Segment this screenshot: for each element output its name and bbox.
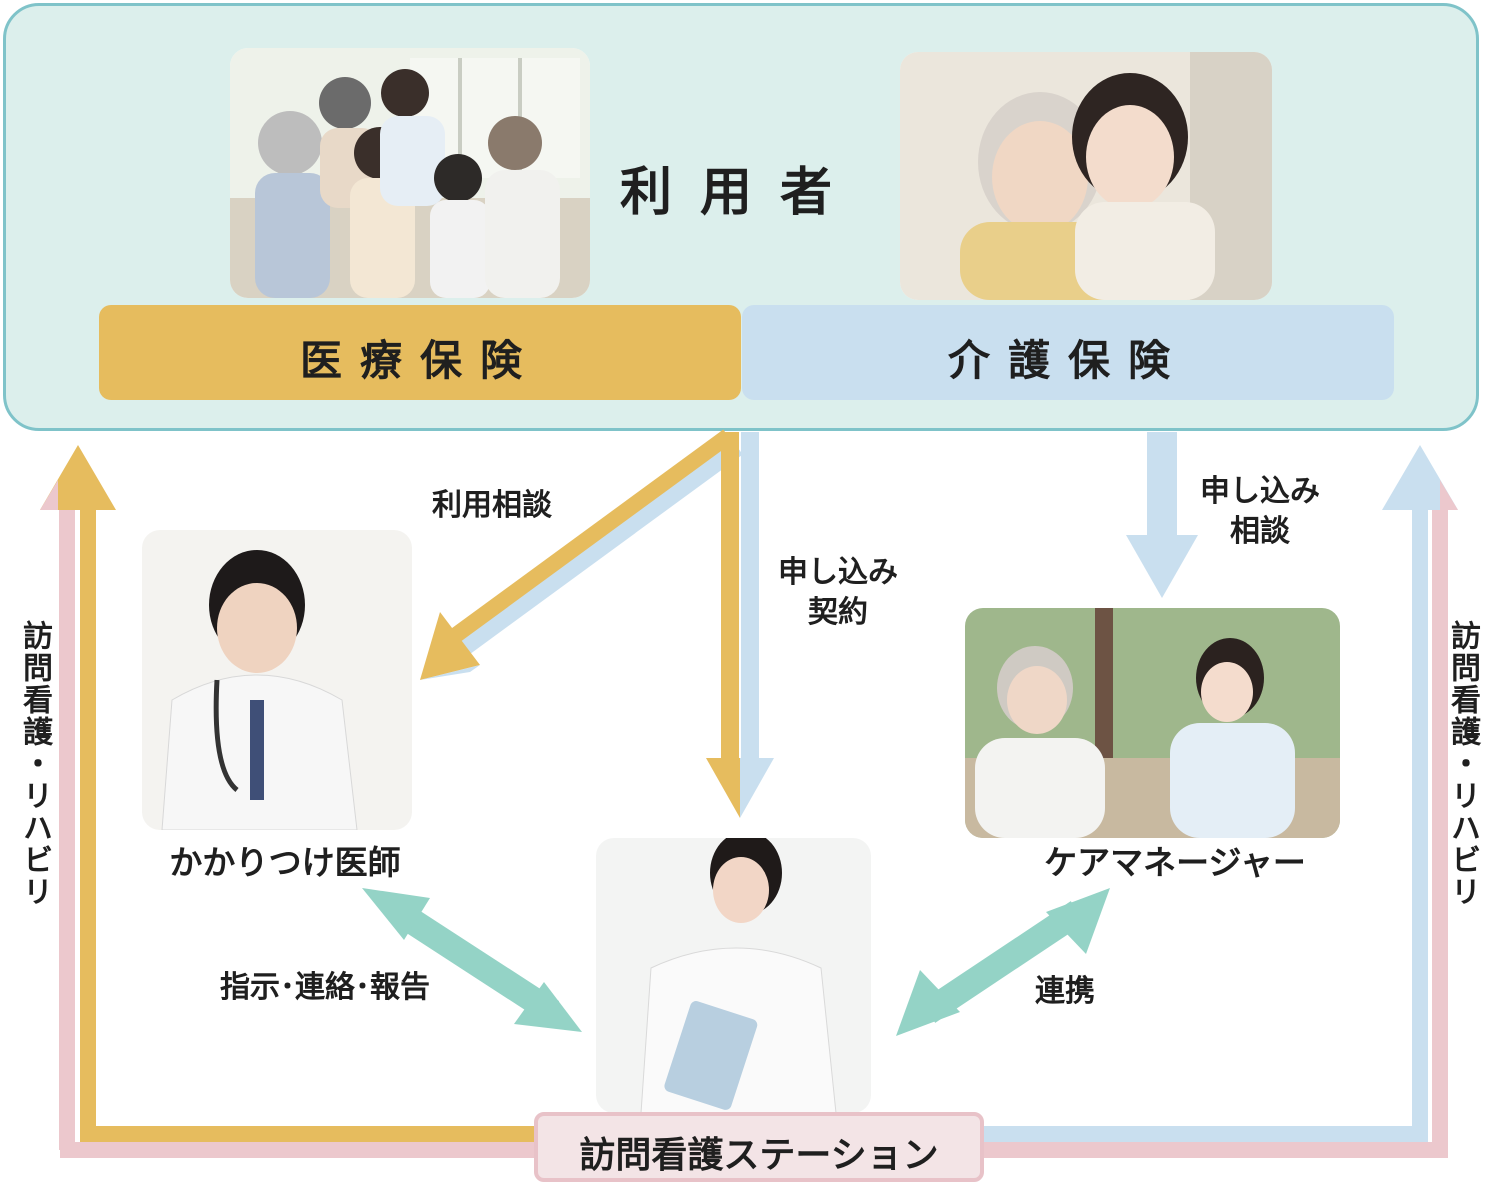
apply-consult-label: 申し込み 相談 bbox=[1180, 472, 1340, 552]
station-box: 訪問看護ステーション bbox=[534, 1112, 984, 1182]
apply-consult-arrowhead bbox=[1126, 535, 1198, 598]
consult-arrow-blue bbox=[457, 441, 743, 657]
left-loop-arrowhead bbox=[40, 445, 116, 510]
medical-insurance-label: 医療保険 bbox=[299, 336, 540, 385]
cooperation-label: 連携 bbox=[1035, 974, 1095, 1009]
family-photo bbox=[230, 48, 590, 298]
user-title: 利用者 bbox=[619, 163, 860, 223]
medical-insurance-band: 医療保険 bbox=[99, 305, 741, 400]
left-loop-arrowhead-pink bbox=[40, 480, 58, 510]
doctor-photo bbox=[142, 530, 412, 830]
apply-contract-label: 申し込み 契約 bbox=[758, 553, 918, 633]
apply-contract-line2: 契約 bbox=[808, 595, 868, 630]
apply-contract-line1: 申し込み bbox=[778, 555, 898, 590]
left-side-label: 訪問看護・リハビリ bbox=[17, 620, 52, 908]
consult-arrowhead bbox=[420, 612, 480, 680]
care-manager-label: ケアマネージャー bbox=[1044, 843, 1306, 882]
nurse-photo bbox=[596, 838, 871, 1113]
instruction-label: 指示･連絡･報告 bbox=[220, 970, 430, 1005]
care-insurance-band: 介護保険 bbox=[742, 305, 1394, 400]
apply-consult-line2: 相談 bbox=[1230, 514, 1290, 549]
contract-arrowhead bbox=[706, 758, 740, 818]
consult-arrow-yellow bbox=[447, 429, 733, 645]
cooperation-arrow bbox=[920, 901, 1086, 1023]
right-loop-arrowhead bbox=[1382, 445, 1458, 510]
consult-label: 利用相談 bbox=[432, 488, 552, 523]
doctor-label: かかりつけ医師 bbox=[169, 843, 401, 882]
right-loop-arrowhead-pink bbox=[1440, 480, 1458, 510]
instruction-arrow bbox=[390, 901, 560, 1023]
care-manager-photo bbox=[965, 608, 1340, 838]
apply-consult-line1: 申し込み bbox=[1200, 474, 1320, 509]
station-label: 訪問看護ステーション bbox=[579, 1135, 939, 1176]
elderly-caregiver-photo bbox=[900, 52, 1272, 300]
right-side-label: 訪問看護・リハビリ bbox=[1445, 620, 1480, 908]
care-insurance-label: 介護保険 bbox=[947, 336, 1188, 385]
